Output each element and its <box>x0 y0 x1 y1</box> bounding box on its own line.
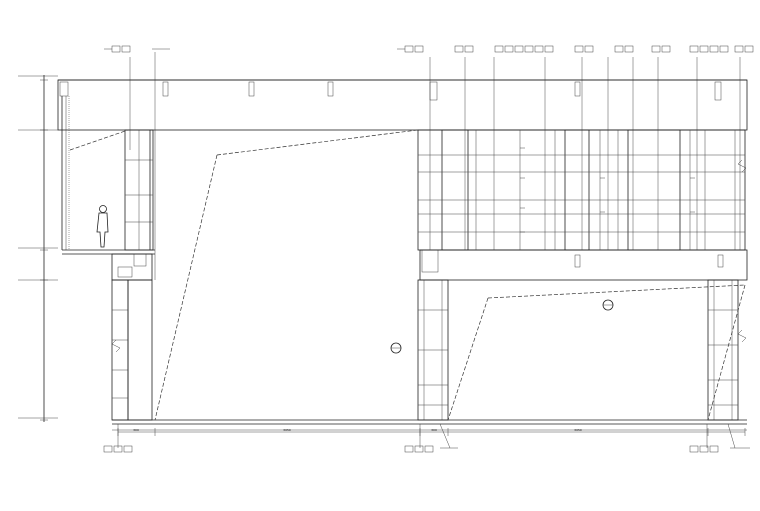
bottom-dimension-line: 300 3050 300 3050 <box>117 428 746 436</box>
callout-tag <box>651 45 671 53</box>
callout-tag <box>727 423 750 449</box>
bottom-callout-tags <box>103 423 750 453</box>
dashed-outline <box>69 129 746 421</box>
left-level-line <box>18 75 58 422</box>
callout-tag <box>574 45 594 53</box>
upper-facade-grid <box>417 129 746 251</box>
callout-tag <box>439 423 458 449</box>
callout-tag <box>454 45 474 53</box>
callout-tag <box>494 45 554 53</box>
callout-tag <box>397 45 424 53</box>
woven-panel-3 <box>627 129 681 251</box>
top-callout-leaders <box>129 52 741 280</box>
upper-slab <box>57 79 748 131</box>
dimension-label: 3050 <box>574 428 582 432</box>
section-marker-2 <box>602 299 614 311</box>
human-figure <box>96 205 109 248</box>
dimension-label: 300 <box>431 428 437 432</box>
dimension-label: 300 <box>133 428 139 432</box>
callout-tag <box>614 45 634 53</box>
top-callout-tags <box>104 45 754 53</box>
right-lower-column-2 <box>707 279 739 421</box>
callout-tag <box>689 45 729 53</box>
callout-tag <box>404 424 434 453</box>
break-marks <box>111 159 747 353</box>
callout-tag <box>689 424 719 453</box>
right-lower-column-1 <box>417 279 449 421</box>
woven-panel-2 <box>564 129 590 251</box>
woven-panel-1 <box>441 129 469 251</box>
callout-tag <box>104 45 131 53</box>
middle-slab <box>419 249 748 281</box>
dimension-label: 3050 <box>283 428 291 432</box>
callout-tag <box>734 45 754 53</box>
left-balcony <box>61 96 155 255</box>
section-marker-1 <box>390 342 402 354</box>
ground-line <box>112 419 747 431</box>
left-lower-pillar <box>111 253 153 421</box>
